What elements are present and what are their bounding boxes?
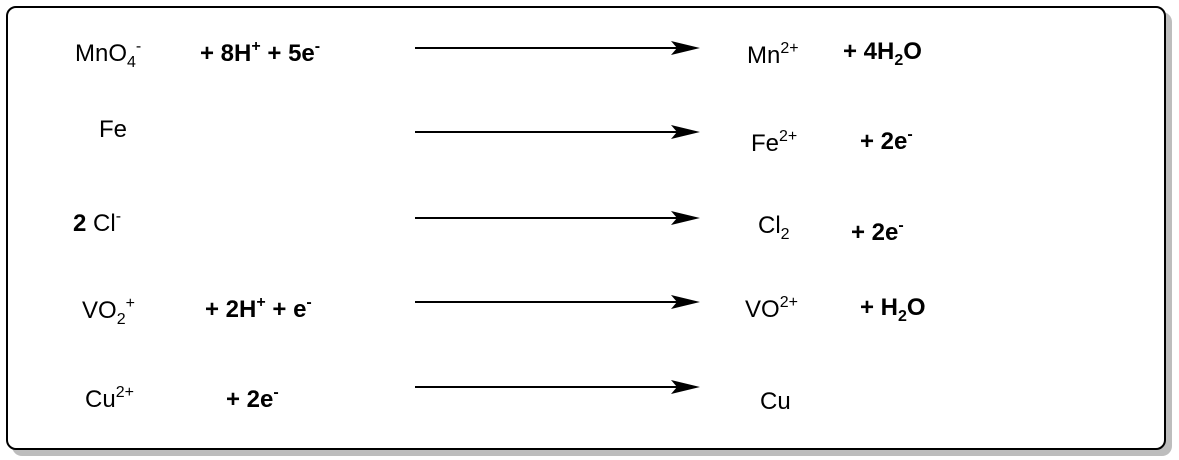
reaction-arrow-icon: [415, 125, 700, 139]
reaction-5-product: Cu: [760, 388, 791, 415]
reaction-1-reactant-extra: + 8H+ + 5e-: [200, 38, 321, 67]
reaction-3-product-extra: + 2e-: [851, 217, 904, 246]
reaction-2-reactant: Fe: [99, 116, 128, 143]
reaction-2-arrow: [415, 124, 700, 140]
reaction-2-product: Fe2+: [751, 128, 798, 157]
reaction-3-product: Cl2: [758, 212, 790, 243]
reaction-5-arrow: [415, 379, 700, 395]
reaction-5-reactant-extra: + 2e-: [226, 384, 279, 413]
reaction-4-reactant-extra: + 2H+ + e-: [205, 294, 312, 323]
reaction-4-product-extra: + H2O: [860, 294, 926, 325]
reaction-1-product: Mn2+: [747, 40, 799, 69]
reaction-1-reactant: MnO4-: [75, 38, 142, 71]
reaction-arrow-icon: [415, 211, 700, 225]
reaction-arrow-icon: [415, 295, 700, 309]
reaction-3-arrow: [415, 210, 700, 226]
reaction-2-product-extra: + 2e-: [860, 126, 913, 155]
diagram-frame: [6, 6, 1166, 450]
reaction-4-product: VO2+: [745, 294, 798, 323]
reaction-5-reactant: Cu2+: [85, 384, 134, 413]
reaction-4-reactant: VO2+: [82, 295, 135, 328]
reaction-1-product-extra: + 4H2O: [843, 38, 922, 69]
reaction-arrow-icon: [415, 41, 700, 55]
reaction-1-arrow: [415, 40, 700, 56]
reaction-4-arrow: [415, 294, 700, 310]
reaction-3-reactant: 2 Cl-: [73, 208, 122, 237]
reaction-arrow-icon: [415, 380, 700, 394]
